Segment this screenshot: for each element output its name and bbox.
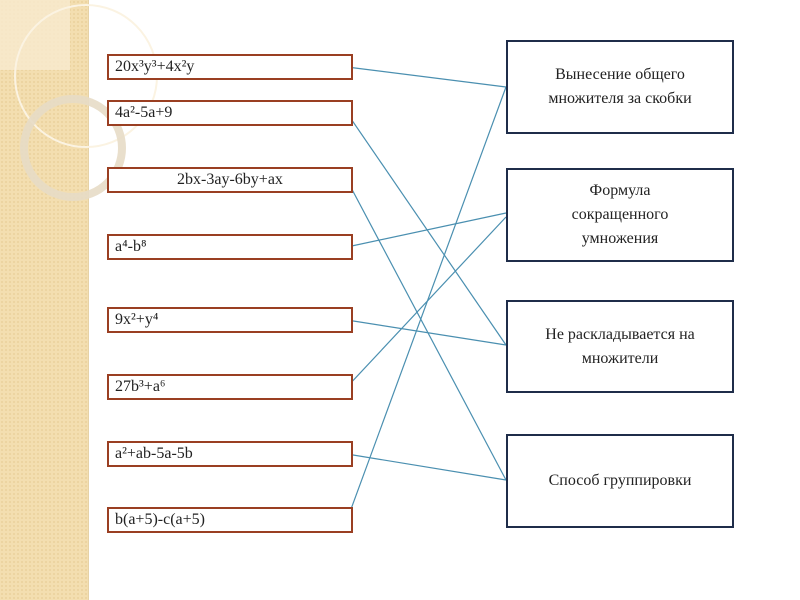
expression-box[interactable]: b(a+5)-c(a+5) (107, 507, 353, 533)
expression-box[interactable]: 27b³+a⁶ (107, 374, 353, 400)
connector-line (346, 112, 507, 346)
connector-line (346, 319, 507, 346)
decorative-sidebar (0, 0, 158, 600)
expression-box[interactable]: 9x²+y⁴ (107, 307, 353, 333)
expression-box[interactable]: a²+ab-5a-5b (107, 441, 353, 467)
connector-line (346, 212, 507, 248)
method-label: Не раскладывается на множители (545, 325, 695, 367)
method-label: Способ группировки (548, 472, 692, 489)
decorative-ring (20, 95, 126, 201)
method-box-common-factor[interactable]: Вынесение общего множителя за скобки (506, 40, 734, 134)
method-label: Вынесение общего множителя за скобки (548, 66, 692, 107)
connector-line (346, 179, 507, 481)
method-box-grouping[interactable]: Способ группировки (506, 434, 734, 528)
connector-line (346, 86, 507, 521)
expression-box[interactable]: 4a²-5a+9 (107, 100, 353, 126)
connector-line (346, 453, 507, 481)
expression-box[interactable]: 2bx-3ay-6by+ax (107, 167, 353, 193)
method-box-not-factorable[interactable]: Не раскладывается на множители (506, 300, 734, 393)
method-label: Формула сокращенного умножения (571, 182, 669, 247)
method-box-formula[interactable]: Формула сокращенного умножения (506, 168, 734, 262)
expression-box[interactable]: 20x³y³+4x²y (107, 54, 353, 80)
connector-line (346, 66, 507, 88)
expression-box[interactable]: a⁴-b⁸ (107, 234, 353, 260)
